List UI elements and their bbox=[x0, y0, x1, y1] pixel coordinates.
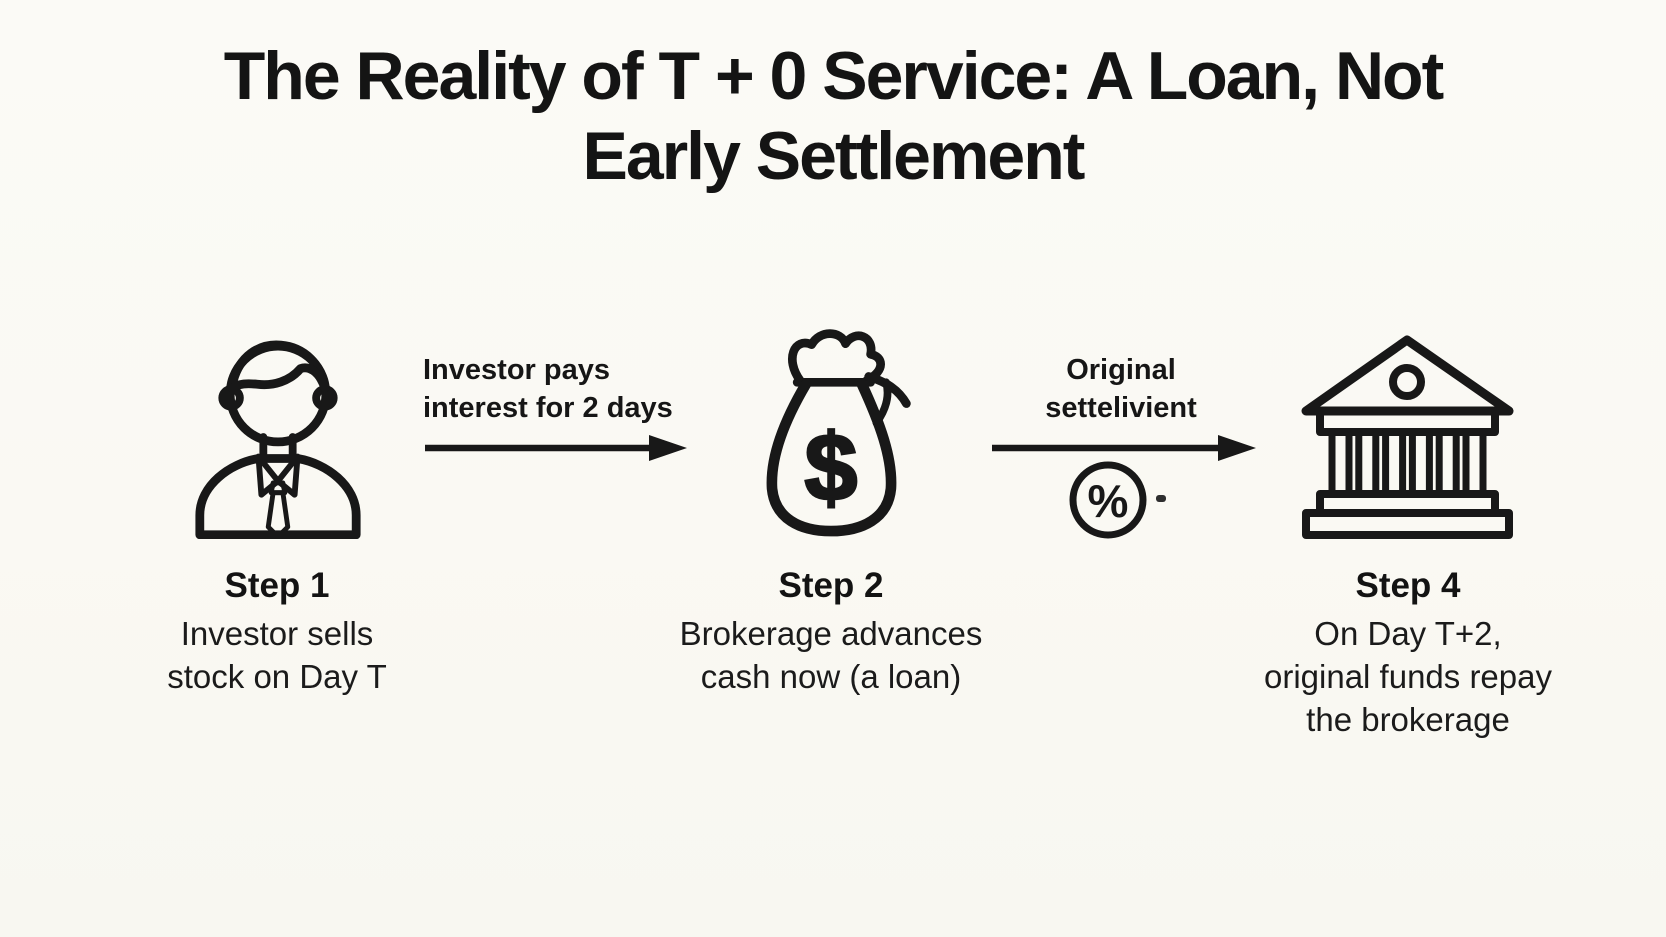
small-ink-mark bbox=[1156, 495, 1166, 502]
arrow1-label-line1: Investor pays bbox=[423, 354, 610, 386]
arrow2-label-line1: Original bbox=[1066, 354, 1176, 386]
arrow2-label: Original settelivient bbox=[980, 351, 1262, 427]
bank-roof bbox=[1301, 335, 1514, 416]
percent-sign: % bbox=[1088, 475, 1129, 527]
step4-text-line: On Day T+2, bbox=[1314, 615, 1502, 652]
bag-knot bbox=[788, 329, 885, 385]
step1-caption: Step 1 Investor sells stock on Day T bbox=[97, 564, 457, 698]
title-line-1: The Reality of T + 0 Service: A Loan, No… bbox=[223, 38, 1444, 114]
step1-text-line: Investor sells bbox=[180, 615, 374, 652]
step2-text-line: cash now (a loan) bbox=[700, 658, 962, 695]
arrow-right-icon bbox=[990, 432, 1260, 469]
title-line-2: Early Settlement bbox=[582, 118, 1086, 194]
money-bag-icon: $ bbox=[745, 328, 917, 540]
investor-person-icon bbox=[192, 337, 364, 539]
step4-text-line: the brokerage bbox=[1306, 701, 1510, 738]
step2-text-line: Brokerage advances bbox=[679, 615, 983, 652]
step4-caption: Step 4 On Day T+2, original funds repay … bbox=[1198, 564, 1618, 741]
percent-icon: % bbox=[1066, 458, 1150, 542]
bank-window bbox=[1389, 364, 1425, 400]
step2-heading: Step 2 bbox=[778, 566, 884, 605]
arrow1-label: Investor pays interest for 2 days bbox=[423, 351, 673, 427]
step4-text-line: original funds repay bbox=[1263, 658, 1552, 695]
hair-fringe bbox=[227, 363, 330, 393]
step1-text-line: stock on Day T bbox=[167, 658, 387, 695]
step1-heading: Step 1 bbox=[224, 566, 330, 605]
page-title: The Reality of T + 0 Service: A Loan, No… bbox=[0, 36, 1666, 196]
arrow-right-icon bbox=[423, 432, 691, 469]
step4-heading: Step 4 bbox=[1355, 566, 1461, 605]
arrow2-label-line2: settelivient bbox=[1045, 392, 1197, 424]
arrow1-label-line2: interest for 2 days bbox=[423, 392, 673, 424]
bank-building-icon bbox=[1294, 327, 1521, 541]
dollar-sign: $ bbox=[805, 415, 858, 521]
step2-caption: Step 2 Brokerage advances cash now (a lo… bbox=[631, 564, 1031, 698]
bag-ribbon bbox=[864, 372, 911, 408]
